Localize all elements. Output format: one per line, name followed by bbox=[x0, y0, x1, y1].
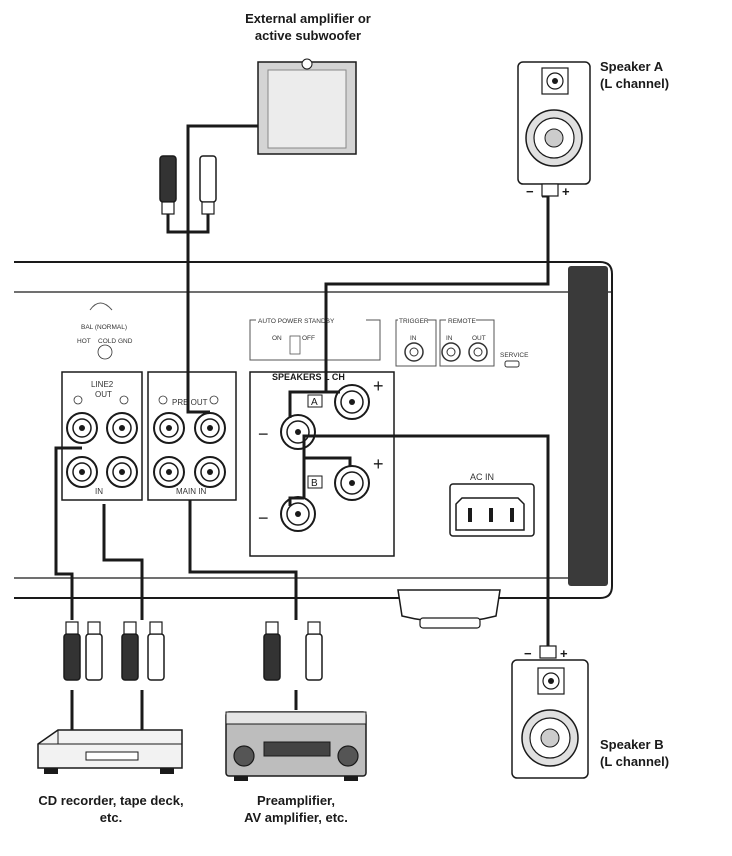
plug-ext-amp-r bbox=[199, 155, 217, 215]
jack-line2-out-r bbox=[66, 412, 98, 444]
service-label: SERVICE bbox=[500, 352, 529, 359]
plug-cd-1 bbox=[63, 621, 81, 681]
cd-recorder bbox=[37, 729, 183, 774]
svg-text:REMOTE: REMOTE bbox=[448, 318, 476, 325]
plug-preamp-1 bbox=[263, 621, 281, 681]
svg-text:−: − bbox=[258, 424, 269, 444]
svg-text:COLD: COLD bbox=[98, 338, 116, 345]
svg-text:OFF: OFF bbox=[302, 335, 315, 342]
plug-cd-3 bbox=[121, 621, 139, 681]
svg-text:IN: IN bbox=[410, 335, 417, 342]
standby-switch bbox=[289, 335, 301, 355]
svg-text:OUT: OUT bbox=[95, 390, 112, 399]
svg-text:−: − bbox=[524, 646, 532, 661]
jack-main-in-r bbox=[153, 456, 185, 488]
svg-text:AUTO POWER STANDBY: AUTO POWER STANDBY bbox=[258, 318, 335, 325]
speaker-b-mark: B bbox=[311, 478, 318, 489]
svg-text:IN: IN bbox=[95, 487, 103, 496]
speaker-a-mark: A bbox=[311, 397, 318, 408]
svg-text:MAIN IN: MAIN IN bbox=[176, 487, 206, 496]
svg-text:−: − bbox=[526, 184, 534, 199]
bal-normal-diagram: BAL (NORMAL) HOT COLD GND bbox=[77, 324, 133, 360]
rca-plugs bbox=[63, 155, 323, 681]
panel-foot bbox=[397, 589, 501, 623]
ac-in-socket: AC IN bbox=[449, 472, 535, 537]
external-amplifier bbox=[257, 58, 357, 155]
terminal-b-plus bbox=[334, 465, 370, 501]
plug-ext-amp-l bbox=[159, 155, 177, 215]
preamplifier bbox=[225, 711, 367, 781]
jack-main-in-l bbox=[194, 456, 226, 488]
plug-preamp-2 bbox=[305, 621, 323, 681]
panel-stripe bbox=[568, 266, 608, 586]
bal-normal-label: BAL (NORMAL) bbox=[81, 324, 127, 331]
service-port bbox=[504, 360, 520, 368]
trigger-remote: TRIGGER IN REMOTE IN OUT SERVICE bbox=[395, 316, 529, 368]
auto-power-standby: AUTO POWER STANDBY ON OFF bbox=[249, 316, 381, 361]
speaker-a-label: Speaker A (L channel) bbox=[600, 59, 670, 91]
ac-in-label: AC IN bbox=[470, 472, 494, 482]
svg-text:+: + bbox=[562, 184, 570, 199]
svg-text:LINE2: LINE2 bbox=[91, 380, 114, 389]
terminal-a-plus bbox=[334, 384, 370, 420]
svg-text:GND: GND bbox=[118, 338, 133, 345]
svg-text:TRIGGER: TRIGGER bbox=[399, 318, 429, 325]
jack-line2-in-r bbox=[66, 456, 98, 488]
cables bbox=[54, 124, 550, 740]
speaker-b: − + bbox=[511, 645, 589, 779]
svg-text:+: + bbox=[373, 376, 384, 396]
rca-jacks bbox=[66, 412, 226, 488]
svg-text:ON: ON bbox=[272, 335, 282, 342]
speakers-l-ch-label: SPEAKERS L CH bbox=[272, 372, 345, 382]
speaker-b-label: Speaker B (L channel) bbox=[600, 737, 670, 769]
terminal-a-minus bbox=[280, 414, 316, 450]
external-amp-label: External amplifier or active subwoofer bbox=[245, 11, 371, 43]
jack-pre-out-l bbox=[194, 412, 226, 444]
svg-text:−: − bbox=[258, 508, 269, 528]
svg-text:PRE OUT: PRE OUT bbox=[172, 398, 208, 407]
speaker-a: − + bbox=[517, 61, 591, 199]
speakers-l-ch-block: SPEAKERS L CH − + − + A B bbox=[249, 371, 395, 557]
svg-text:+: + bbox=[560, 646, 568, 661]
svg-text:HOT: HOT bbox=[77, 338, 91, 345]
plug-cd-4 bbox=[147, 621, 165, 681]
svg-text:OUT: OUT bbox=[472, 335, 486, 342]
terminal-b-minus bbox=[280, 496, 316, 532]
svg-text:IN: IN bbox=[446, 335, 453, 342]
jack-line2-out-l bbox=[106, 412, 138, 444]
svg-text:+: + bbox=[373, 454, 384, 474]
cd-recorder-label: CD recorder, tape deck, etc. bbox=[38, 793, 184, 825]
preamplifier-label: Preamplifier, AV amplifier, etc. bbox=[244, 793, 348, 825]
plug-cd-2 bbox=[85, 621, 103, 681]
jack-line2-in-l bbox=[106, 456, 138, 488]
jack-pre-out-r bbox=[153, 412, 185, 444]
